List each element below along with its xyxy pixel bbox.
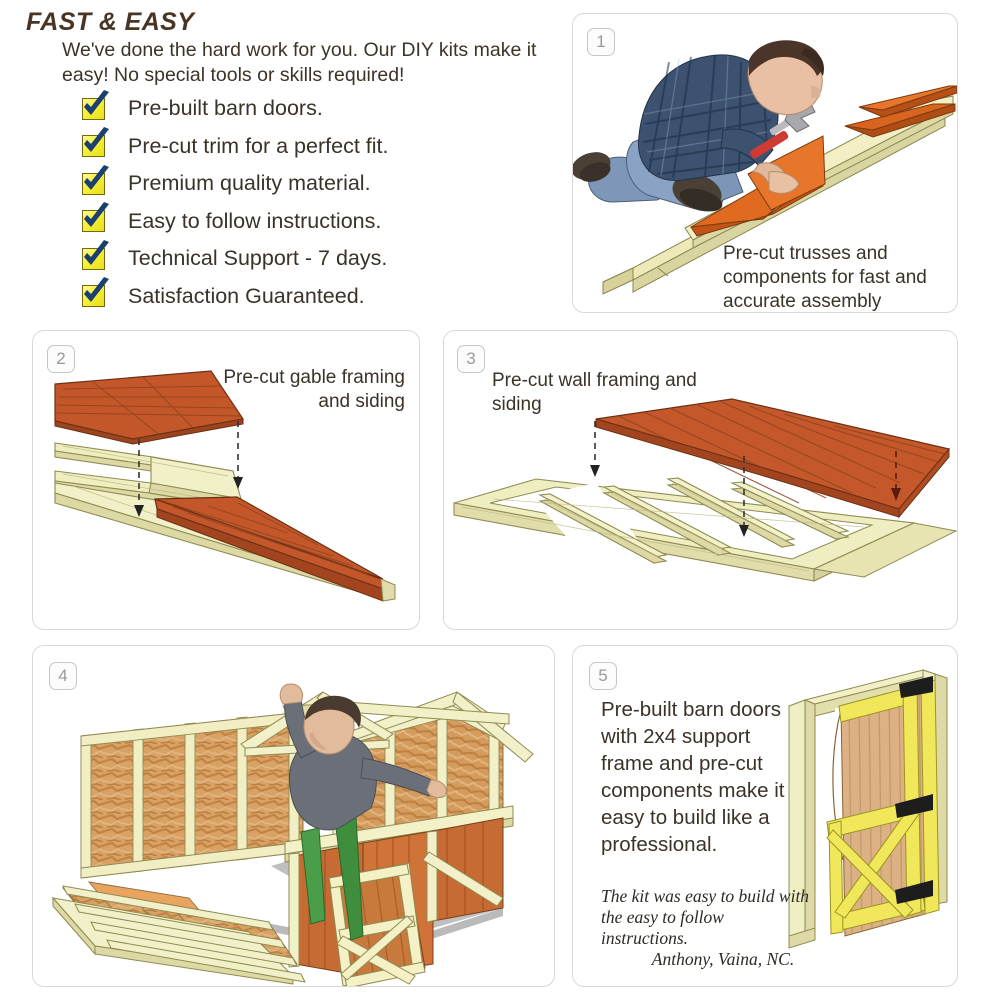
panel-5-caption: Pre-built barn doors with 2x4 support fr… (601, 698, 785, 856)
list-item: Pre-cut trim for a perfect fit. (80, 127, 550, 166)
panel-2-caption: Pre-cut gable framing and siding (223, 367, 405, 412)
barn-door-frame-diagram (788, 669, 948, 949)
checkbox-checked-icon (80, 202, 112, 235)
list-item-label: Easy to follow instructions. (128, 208, 382, 233)
list-item: Pre-built barn doors. (80, 89, 550, 128)
checkbox-checked-icon (80, 277, 112, 310)
shed-assembly-with-builder-diagram (51, 683, 534, 986)
man-hammering-truss-photo (573, 40, 957, 295)
list-item: Technical Support - 7 days. (80, 239, 550, 278)
step-panel-2: 2 (32, 330, 420, 630)
step-badge-2: 2 (47, 345, 75, 373)
list-item-label: Technical Support - 7 days. (128, 246, 388, 271)
list-item-label: Pre-built barn doors. (128, 96, 323, 121)
checkbox-checked-icon (80, 127, 112, 160)
list-item-label: Satisfaction Guaranteed. (128, 283, 365, 308)
step-badge-4: 4 (49, 662, 77, 690)
checkbox-checked-icon (80, 239, 112, 273)
list-item: Premium quality material. (80, 164, 550, 203)
step-panel-3: 3 (443, 330, 958, 630)
section-intro: We've done the hard work for you. Our DI… (62, 39, 537, 86)
step-badge-5: 5 (589, 662, 617, 690)
checkbox-checked-icon (80, 89, 112, 123)
feature-list: Pre-built barn doors. Pre-cut trim for a… (80, 89, 550, 316)
step-badge-1: 1 (587, 28, 615, 56)
gable-framing-siding-diagram (54, 370, 396, 602)
step-panel-4: 4 (32, 645, 555, 987)
list-item: Easy to follow instructions. (80, 202, 550, 241)
panel-3-caption: Pre-cut wall framing and siding (492, 370, 697, 415)
panel-1-caption: Pre-cut trusses and components for fast … (723, 243, 927, 312)
step-panel-1: 1 (572, 13, 958, 313)
fast-and-easy-section: FAST & EASY We've done the hard work for… (0, 0, 560, 320)
wall-framing-siding-diagram (453, 398, 957, 582)
customer-quote: The kit was easy to build with the easy … (601, 886, 811, 970)
list-item-label: Premium quality material. (128, 171, 371, 196)
quote-attribution: Anthony, Vaina, NC. (651, 949, 795, 969)
section-title: FAST & EASY (26, 8, 195, 36)
list-item-label: Pre-cut trim for a perfect fit. (128, 133, 389, 158)
step-panel-5: 5 Pre-built barn doors with 2x4 support … (572, 645, 958, 987)
checkbox-checked-icon (80, 164, 112, 198)
step-badge-3: 3 (457, 345, 485, 373)
list-item: Satisfaction Guaranteed. (80, 277, 550, 316)
quote-text: The kit was easy to build with the easy … (601, 886, 810, 948)
